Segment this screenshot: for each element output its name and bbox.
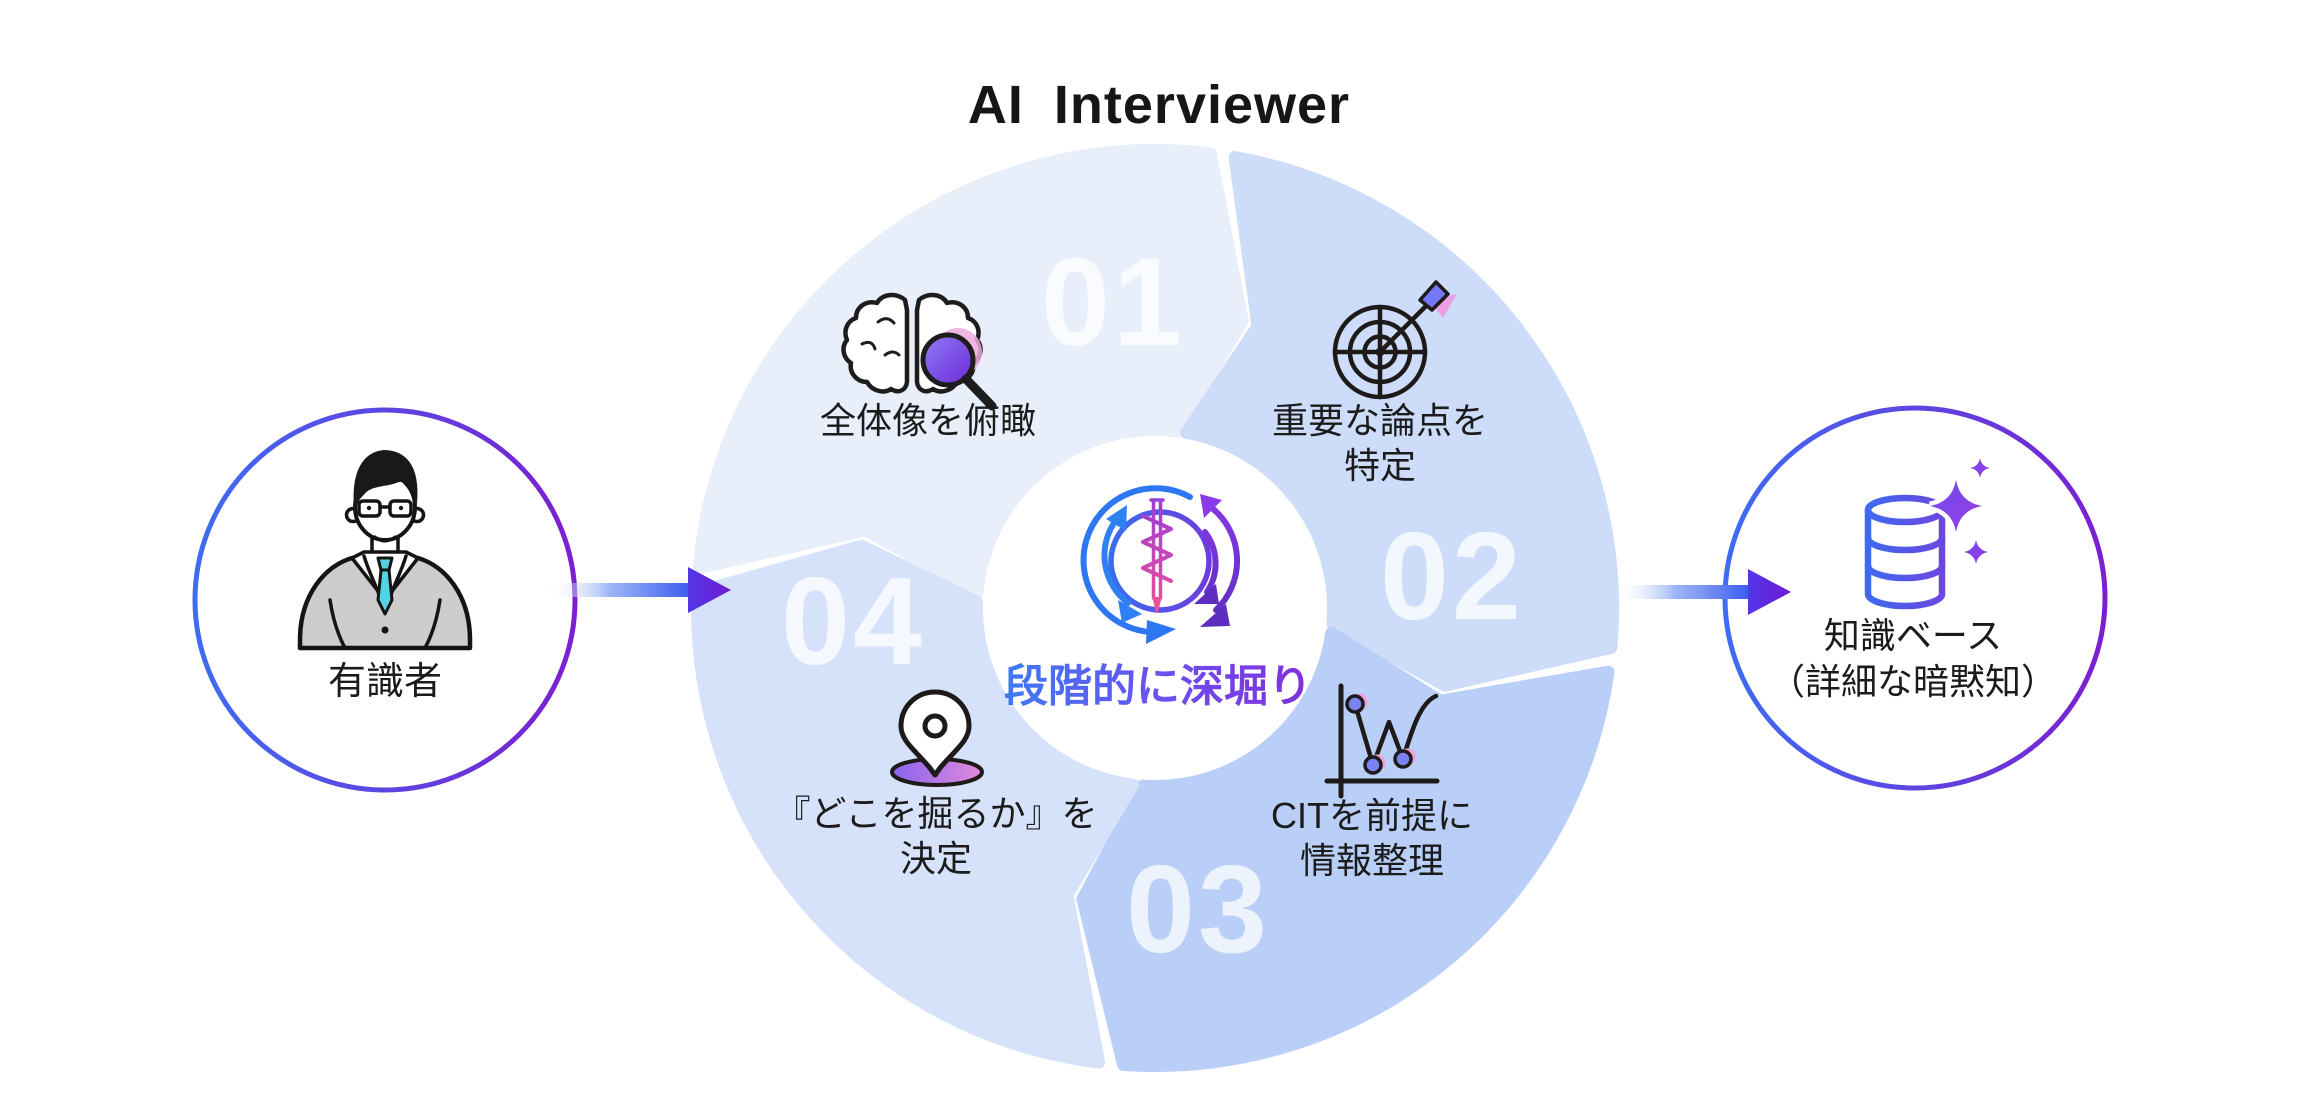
iterative-drill-cycle-icon — [1080, 485, 1241, 644]
sparkle-icon — [1964, 540, 1988, 564]
brain-magnifier-icon — [841, 292, 997, 411]
arrow-right-icon — [1615, 569, 1791, 615]
expert-person-icon — [297, 450, 473, 651]
map-pin-icon — [890, 689, 984, 787]
dartboard-dart-icon — [1332, 280, 1457, 400]
sparkle-icon — [1970, 458, 1990, 478]
cycle-segment-03 — [1076, 626, 1615, 1072]
knowledge-base-circle — [1722, 405, 2108, 791]
cycle-segment-02 — [1179, 151, 1620, 692]
cycle-ring — [691, 143, 1620, 1072]
line-chart-icon — [1324, 683, 1440, 799]
cycle-segment-04 — [691, 539, 1140, 1069]
database-sparkles-icon — [1864, 458, 1990, 610]
arrow-left-icon — [545, 567, 731, 613]
sparkle-icon — [1928, 478, 1984, 534]
